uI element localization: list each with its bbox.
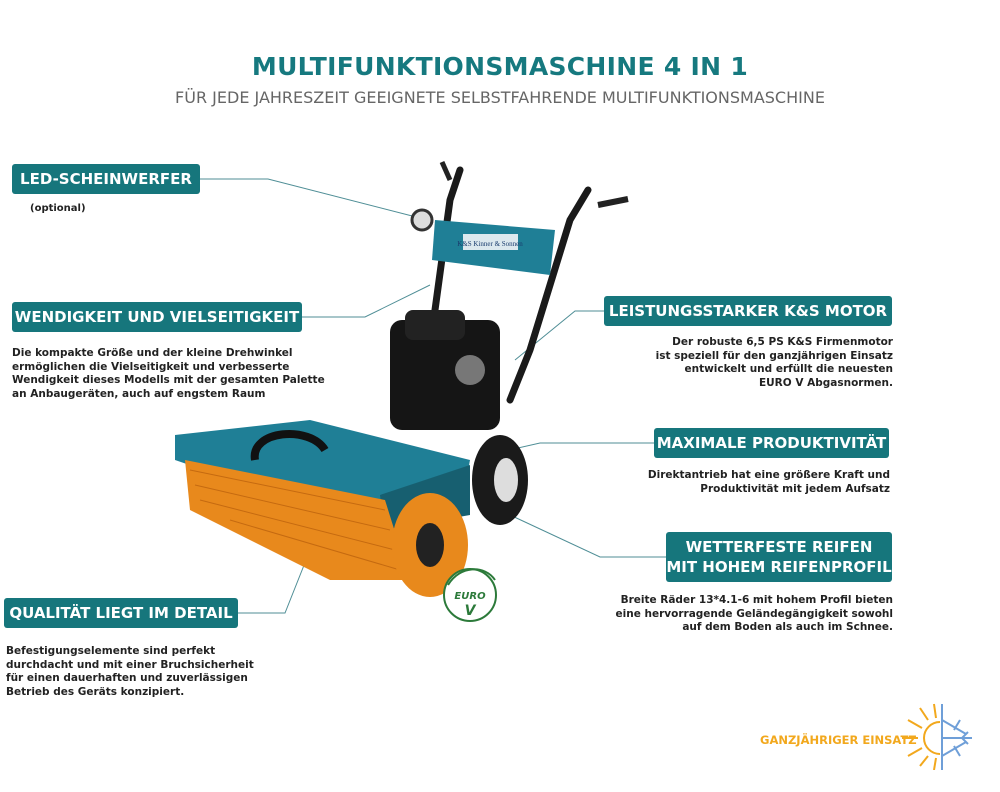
feature-productivity: MAXIMALE PRODUKTIVITÄT bbox=[654, 428, 889, 458]
feature-engine-desc: Der robuste 6,5 PS K&S Firmenmotor ist s… bbox=[655, 336, 893, 389]
feature-tires-line1: WETTERFESTE REIFEN bbox=[685, 538, 873, 556]
euro-v-logo: EURO V bbox=[443, 568, 497, 622]
feature-led-headlight: LED-SCHEINWERFER bbox=[12, 164, 200, 194]
page-subtitle: FÜR JEDE JAHRESZEIT GEEIGNETE SELBSTFAHR… bbox=[175, 88, 825, 107]
brand-plate-text: K&S Kinner & Sonnen bbox=[457, 240, 523, 248]
feature-tires-desc: Breite Räder 13*4.1-6 mit hohem Profil b… bbox=[615, 594, 893, 633]
feature-tires-line2: MIT HOHEM REIFENPROFIL bbox=[666, 558, 892, 576]
svg-text:EURO: EURO bbox=[454, 591, 486, 602]
season-label: GANZJÄHRIGER EINSATZ bbox=[760, 733, 917, 747]
product-image: K&S Kinner & Sonnen EURO V bbox=[175, 160, 629, 622]
feature-quality: QUALITÄT LIEGT IM DETAIL bbox=[4, 598, 238, 628]
feature-productivity-desc: Direktantrieb hat eine größere Kraft und… bbox=[647, 469, 890, 495]
svg-text:V: V bbox=[465, 603, 477, 619]
sun-snowflake-icon bbox=[902, 703, 972, 770]
brand-plate bbox=[463, 234, 518, 250]
feature-maneuverability-desc: Die kompakte Größe und der kleine Drehwi… bbox=[12, 347, 325, 400]
feature-tires: WETTERFESTE REIFEN MIT HOHEM REIFENPROFI… bbox=[666, 532, 892, 582]
feature-led-headlight-desc: (optional) bbox=[30, 203, 86, 214]
page-title: MULTIFUNKTIONSMASCHINE 4 IN 1 bbox=[251, 52, 749, 81]
feature-quality-desc: Befestigungselemente sind perfekt durchd… bbox=[6, 645, 254, 698]
feature-maneuverability: WENDIGKEIT UND VIELSEITIGKEIT bbox=[12, 302, 302, 332]
feature-engine: LEISTUNGSSTARKER K&S MOTOR bbox=[604, 296, 892, 326]
